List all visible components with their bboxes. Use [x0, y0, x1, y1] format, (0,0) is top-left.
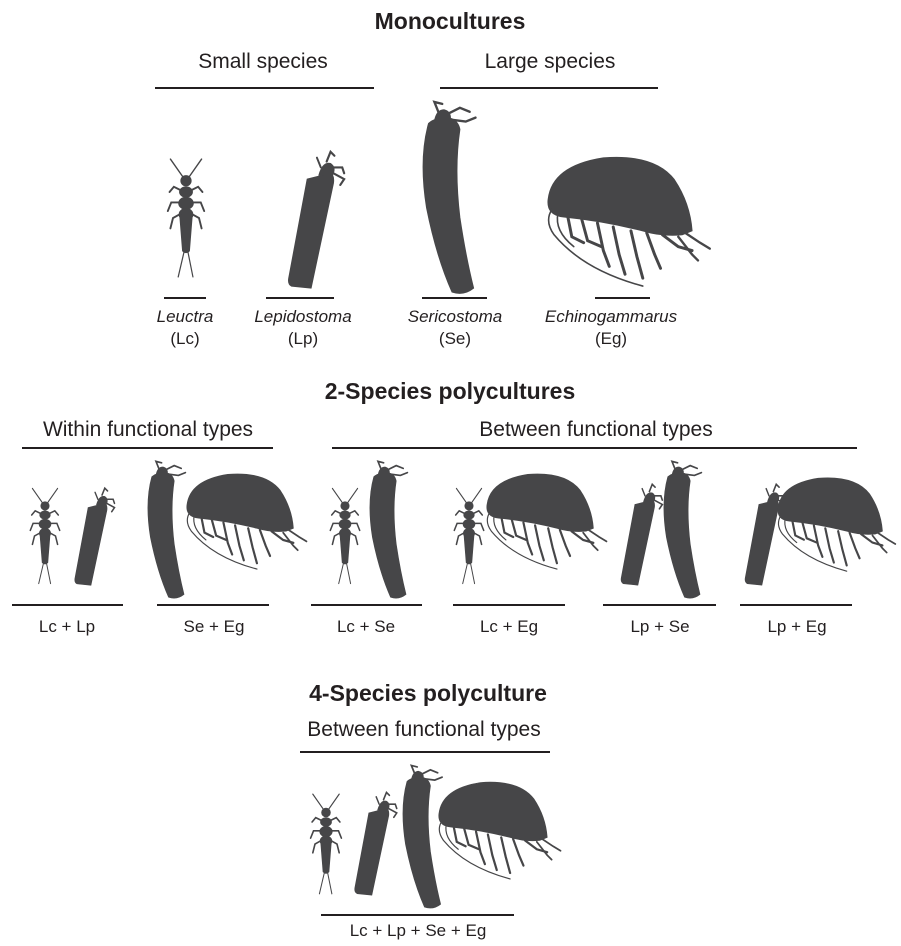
stonefly-larva-icon: [30, 488, 59, 583]
large-caddisfly-case-icon: [403, 765, 442, 908]
caddisfly-larva-case-icon: [355, 792, 397, 895]
caddisfly-larva-case-icon: [288, 152, 344, 288]
amphipod-icon: [187, 474, 307, 569]
large-caddisfly-case-icon: [148, 461, 185, 598]
caddisfly-larva-case-icon: [75, 488, 115, 585]
large-caddisfly-case-icon: [370, 461, 407, 598]
caddisfly-larva-case-icon: [621, 484, 662, 585]
caddisfly-larva-case-icon: [745, 484, 786, 585]
large-caddisfly-case-icon: [664, 461, 701, 598]
stonefly-larva-icon: [330, 488, 359, 583]
stonefly-larva-icon: [311, 794, 342, 894]
amphipod-icon: [548, 157, 710, 286]
large-caddisfly-case-icon: [423, 102, 475, 293]
amphipod-icon: [778, 478, 895, 571]
amphipod-icon: [439, 782, 561, 879]
amphipod-icon: [487, 474, 607, 569]
stonefly-larva-icon: [168, 159, 204, 277]
stonefly-larva-icon: [454, 488, 483, 583]
